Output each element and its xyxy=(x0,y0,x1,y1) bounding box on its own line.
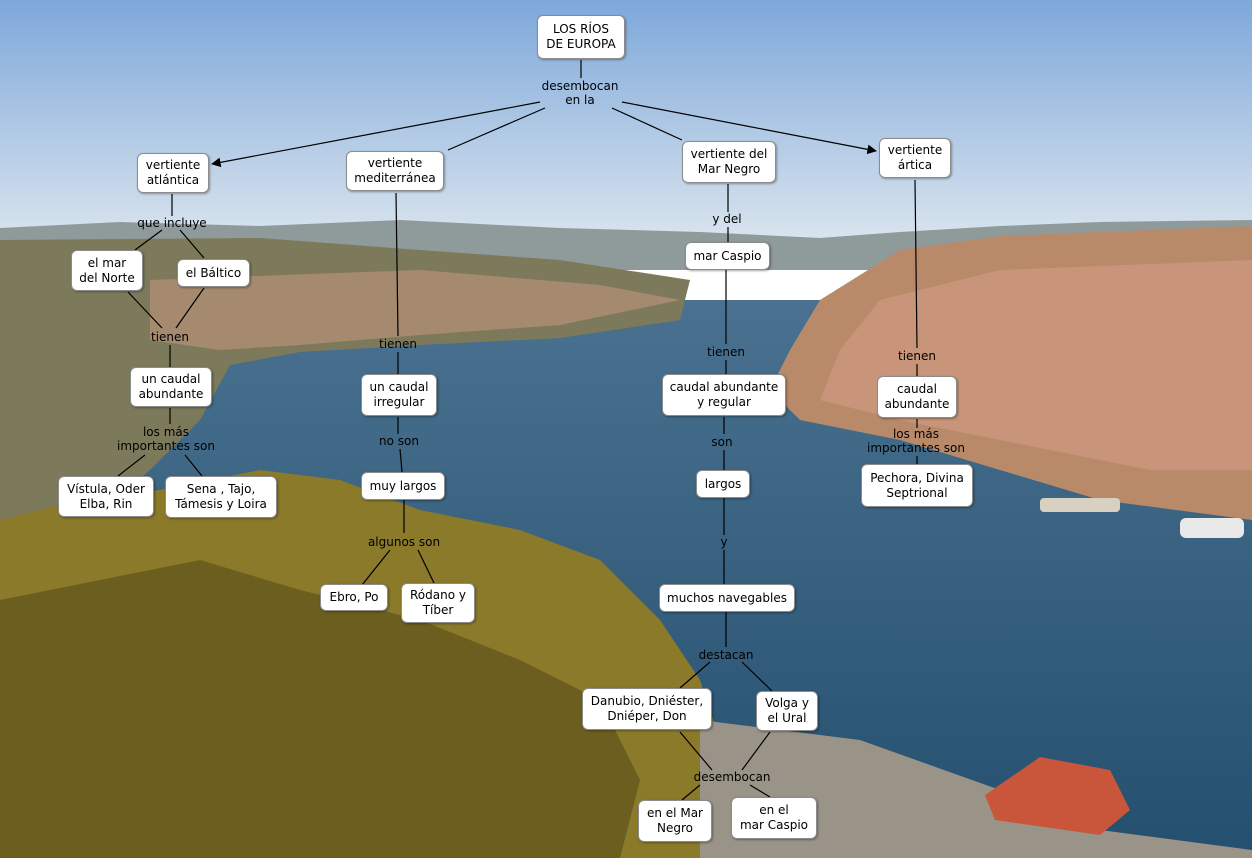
link-line xyxy=(211,101,541,168)
node-ebro-po[interactable]: Ebro, Po xyxy=(320,584,388,611)
node-vertiente-mediterranea[interactable]: vertiente mediterránea xyxy=(346,151,444,191)
node-mar-caspio[interactable]: mar Caspio xyxy=(685,242,770,270)
link-destacan: destacan xyxy=(698,648,754,662)
boat xyxy=(1040,498,1120,512)
node-rodano-tiber[interactable]: Ródano y Tíber xyxy=(401,583,475,623)
node-en-mar-caspio[interactable]: en el mar Caspio xyxy=(731,797,817,839)
link-tienen-artica: tienen xyxy=(897,349,937,363)
node-med-caudal-irregular[interactable]: un caudal irregular xyxy=(361,374,437,416)
link-line xyxy=(417,549,435,584)
link-line xyxy=(127,291,163,329)
link-son: son xyxy=(711,435,733,449)
link-line xyxy=(117,454,146,477)
link-line xyxy=(749,784,771,798)
node-mar-del-norte[interactable]: el mar del Norte xyxy=(71,250,143,291)
node-danubio-dniester[interactable]: Danubio, Dniéster, Dniéper, Don xyxy=(582,688,712,730)
node-atl-caudal-abundante[interactable]: un caudal abundante xyxy=(130,367,212,407)
link-no-son: no son xyxy=(379,434,419,448)
node-vertiente-atlantica[interactable]: vertiente atlántica xyxy=(137,153,209,193)
link-mas-importantes-atlantica: los más importantes son xyxy=(117,425,215,453)
node-muchos-navegables[interactable]: muchos navegables xyxy=(659,584,795,612)
node-sena-tajo[interactable]: Sena , Tajo, Támesis y Loira xyxy=(165,476,277,518)
node-el-baltico[interactable]: el Báltico xyxy=(177,259,250,287)
node-art-caudal-abundante[interactable]: caudal abundante xyxy=(877,376,957,418)
link-line xyxy=(741,661,773,692)
link-line xyxy=(134,229,163,251)
link-line xyxy=(399,448,403,473)
link-desembocan: desembocan xyxy=(693,770,771,784)
link-algunos-son: algunos son xyxy=(367,535,441,549)
link-line xyxy=(914,179,918,349)
node-mn-caudal-abundante-regular[interactable]: caudal abundante y regular xyxy=(662,374,786,416)
house-roof xyxy=(985,757,1130,835)
node-largos[interactable]: largos xyxy=(696,470,750,498)
link-desembocan-en-la: desembocan en la xyxy=(541,79,619,107)
link-line xyxy=(741,731,771,771)
node-vertiente-mar-negro[interactable]: vertiente del Mar Negro xyxy=(682,141,776,183)
link-line xyxy=(395,192,399,337)
link-line xyxy=(184,454,203,477)
node-vistula-oder[interactable]: Vístula, Oder Elba, Rin xyxy=(58,476,154,517)
link-line xyxy=(447,107,546,151)
link-line xyxy=(679,661,711,689)
link-mas-importantes-artica: los más importantes son xyxy=(867,427,965,455)
link-line xyxy=(681,784,701,801)
link-que-incluye: que incluye xyxy=(137,216,207,230)
node-en-mar-negro[interactable]: en el Mar Negro xyxy=(638,800,712,842)
node-volga-ural[interactable]: Volga y el Ural xyxy=(756,691,818,731)
link-line xyxy=(611,107,683,141)
sky xyxy=(0,0,1252,240)
node-vertiente-artica[interactable]: vertiente ártica xyxy=(879,138,951,178)
link-line xyxy=(621,101,877,155)
node-los-rios-de-europa[interactable]: LOS RÍOS DE EUROPA xyxy=(537,15,625,59)
link-line xyxy=(175,287,205,329)
link-line xyxy=(361,549,391,586)
boat xyxy=(1180,518,1244,538)
link-tienen-mar-negro: tienen xyxy=(706,345,746,359)
link-y-del: y del xyxy=(712,212,742,226)
link-line xyxy=(679,731,713,771)
link-tienen-atlantica: tienen xyxy=(150,330,190,344)
left-bank-buildings xyxy=(150,270,680,350)
link-tienen-mediterranea: tienen xyxy=(378,337,418,351)
node-pechora-divina[interactable]: Pechora, Divina Septrional xyxy=(861,464,973,507)
trees-shade xyxy=(0,560,640,858)
node-muy-largos[interactable]: muy largos xyxy=(361,472,445,500)
promenade xyxy=(700,720,1252,858)
link-y: y xyxy=(720,535,728,549)
link-line xyxy=(179,229,205,259)
